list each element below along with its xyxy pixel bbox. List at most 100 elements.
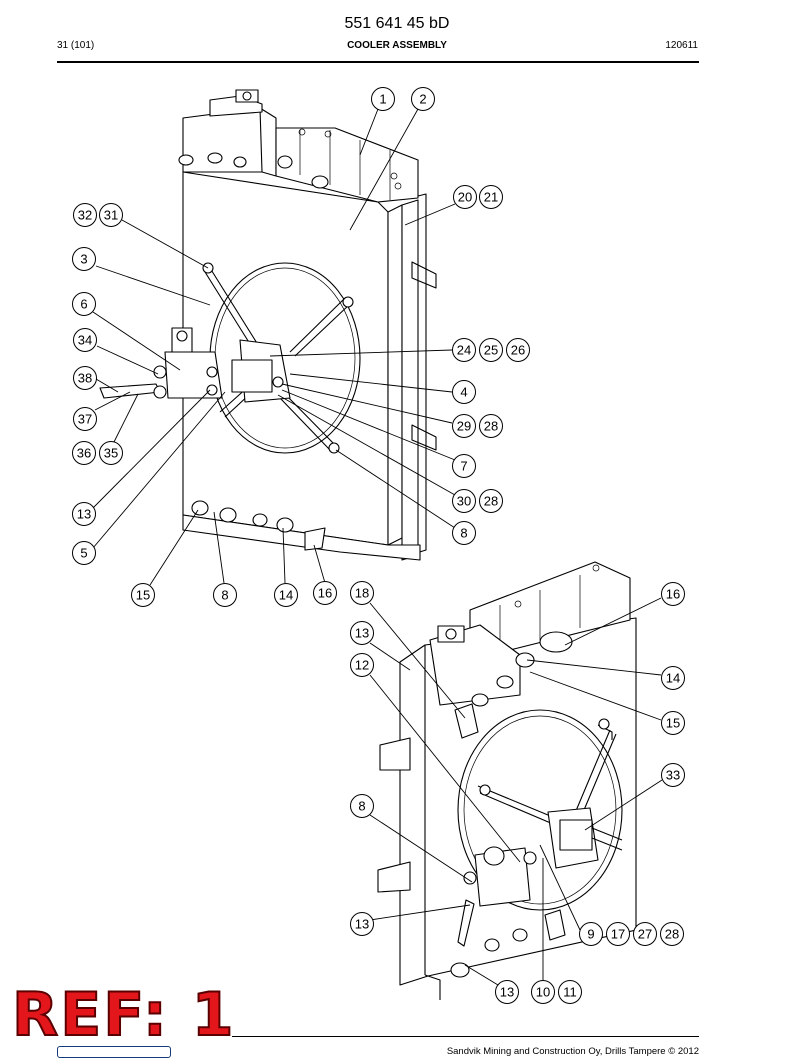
callout-9: 9 xyxy=(579,922,603,946)
callout-16-b: 16 xyxy=(661,582,685,606)
svg-text:15: 15 xyxy=(136,588,150,603)
callout-16-a: 16 xyxy=(313,581,337,605)
svg-text:38: 38 xyxy=(78,371,92,386)
svg-text:30: 30 xyxy=(457,494,471,509)
header-rule xyxy=(57,61,699,63)
svg-text:36: 36 xyxy=(77,446,91,461)
svg-text:35: 35 xyxy=(104,446,118,461)
callout-8-a: 8 xyxy=(452,521,476,545)
callout-6: 6 xyxy=(72,292,96,316)
callout-11: 11 xyxy=(558,980,582,1004)
svg-text:9: 9 xyxy=(587,927,594,942)
svg-text:33: 33 xyxy=(666,768,680,783)
callout-15-b: 15 xyxy=(661,711,685,735)
svg-text:24: 24 xyxy=(457,343,471,358)
svg-text:8: 8 xyxy=(221,588,228,603)
svg-text:28: 28 xyxy=(484,494,498,509)
footer-rule xyxy=(232,1036,699,1037)
callout-1: 1 xyxy=(371,87,395,111)
callout-27: 27 xyxy=(633,922,657,946)
svg-text:34: 34 xyxy=(78,333,92,348)
callout-14-a: 14 xyxy=(274,583,298,607)
svg-text:13: 13 xyxy=(500,985,514,1000)
svg-text:20: 20 xyxy=(458,190,472,205)
page-number: 31 (101) xyxy=(57,40,95,51)
callout-3: 3 xyxy=(72,247,96,271)
callout-21: 21 xyxy=(479,185,503,209)
svg-text:8: 8 xyxy=(460,526,467,541)
callout-24: 24 xyxy=(452,338,476,362)
callout-32: 32 xyxy=(73,203,97,227)
svg-text:13: 13 xyxy=(77,507,91,522)
callout-31: 31 xyxy=(99,203,123,227)
svg-text:7: 7 xyxy=(460,459,467,474)
svg-text:16: 16 xyxy=(666,587,680,602)
svg-text:21: 21 xyxy=(484,190,498,205)
svg-text:13: 13 xyxy=(355,917,369,932)
callout-37: 37 xyxy=(73,407,97,431)
callout-4: 4 xyxy=(452,380,476,404)
svg-text:14: 14 xyxy=(666,671,680,686)
svg-text:14: 14 xyxy=(279,588,293,603)
svg-text:12: 12 xyxy=(355,658,369,673)
callout-12: 12 xyxy=(350,653,374,677)
callout-10: 10 xyxy=(531,980,555,1004)
callout-8-b: 8 xyxy=(213,583,237,607)
svg-text:31: 31 xyxy=(104,208,118,223)
svg-text:8: 8 xyxy=(358,799,365,814)
callout-35: 35 xyxy=(99,441,123,465)
callout-2: 2 xyxy=(411,87,435,111)
callout-25: 25 xyxy=(479,338,503,362)
callout-36: 36 xyxy=(72,441,96,465)
svg-text:27: 27 xyxy=(638,927,652,942)
svg-text:13: 13 xyxy=(355,626,369,641)
svg-text:28: 28 xyxy=(665,927,679,942)
svg-text:1: 1 xyxy=(379,92,386,107)
copyright-text: Sandvik Mining and Construction Oy, Dril… xyxy=(446,1046,699,1057)
callout-26: 26 xyxy=(506,338,530,362)
callout-28-b: 28 xyxy=(479,489,503,513)
svg-text:6: 6 xyxy=(80,297,87,312)
callout-34: 34 xyxy=(73,328,97,352)
callout-33: 33 xyxy=(661,763,685,787)
front-assembly-view xyxy=(99,89,437,561)
svg-text:18: 18 xyxy=(355,586,369,601)
callout-13-b: 13 xyxy=(350,621,374,645)
svg-text:29: 29 xyxy=(457,419,471,434)
svg-text:3: 3 xyxy=(80,252,87,267)
svg-text:4: 4 xyxy=(460,385,467,400)
callout-28-a: 28 xyxy=(479,414,503,438)
callout-15-a: 15 xyxy=(131,583,155,607)
callout-7: 7 xyxy=(452,454,476,478)
date-code: 120611 xyxy=(665,40,698,51)
document-number: 551 641 45 bD xyxy=(344,15,450,32)
svg-text:37: 37 xyxy=(78,412,92,427)
svg-text:28: 28 xyxy=(484,419,498,434)
callout-14-b: 14 xyxy=(661,666,685,690)
svg-text:16: 16 xyxy=(318,586,332,601)
svg-text:2: 2 xyxy=(419,92,426,107)
svg-text:10: 10 xyxy=(536,985,550,1000)
callout-20: 20 xyxy=(453,185,477,209)
callout-29: 29 xyxy=(452,414,476,438)
callout-30: 30 xyxy=(452,489,476,513)
callout-38: 38 xyxy=(73,366,97,390)
callout-18: 18 xyxy=(350,581,374,605)
callout-13-c: 13 xyxy=(350,912,374,936)
svg-text:15: 15 xyxy=(666,716,680,731)
callout-8-c: 8 xyxy=(350,794,374,818)
ref-stamp: REF: 1 xyxy=(11,980,236,1050)
svg-text:5: 5 xyxy=(80,546,87,561)
leader-lines xyxy=(92,108,663,986)
svg-text:26: 26 xyxy=(511,343,525,358)
callout-13-d: 13 xyxy=(495,980,519,1004)
svg-text:11: 11 xyxy=(563,985,577,1000)
callout-13-a: 13 xyxy=(72,502,96,526)
svg-text:17: 17 xyxy=(611,927,625,942)
rear-assembly-view xyxy=(377,561,637,1000)
callout-28-c: 28 xyxy=(660,922,684,946)
callout-17: 17 xyxy=(606,922,630,946)
svg-text:25: 25 xyxy=(484,343,498,358)
callout-5: 5 xyxy=(72,541,96,565)
